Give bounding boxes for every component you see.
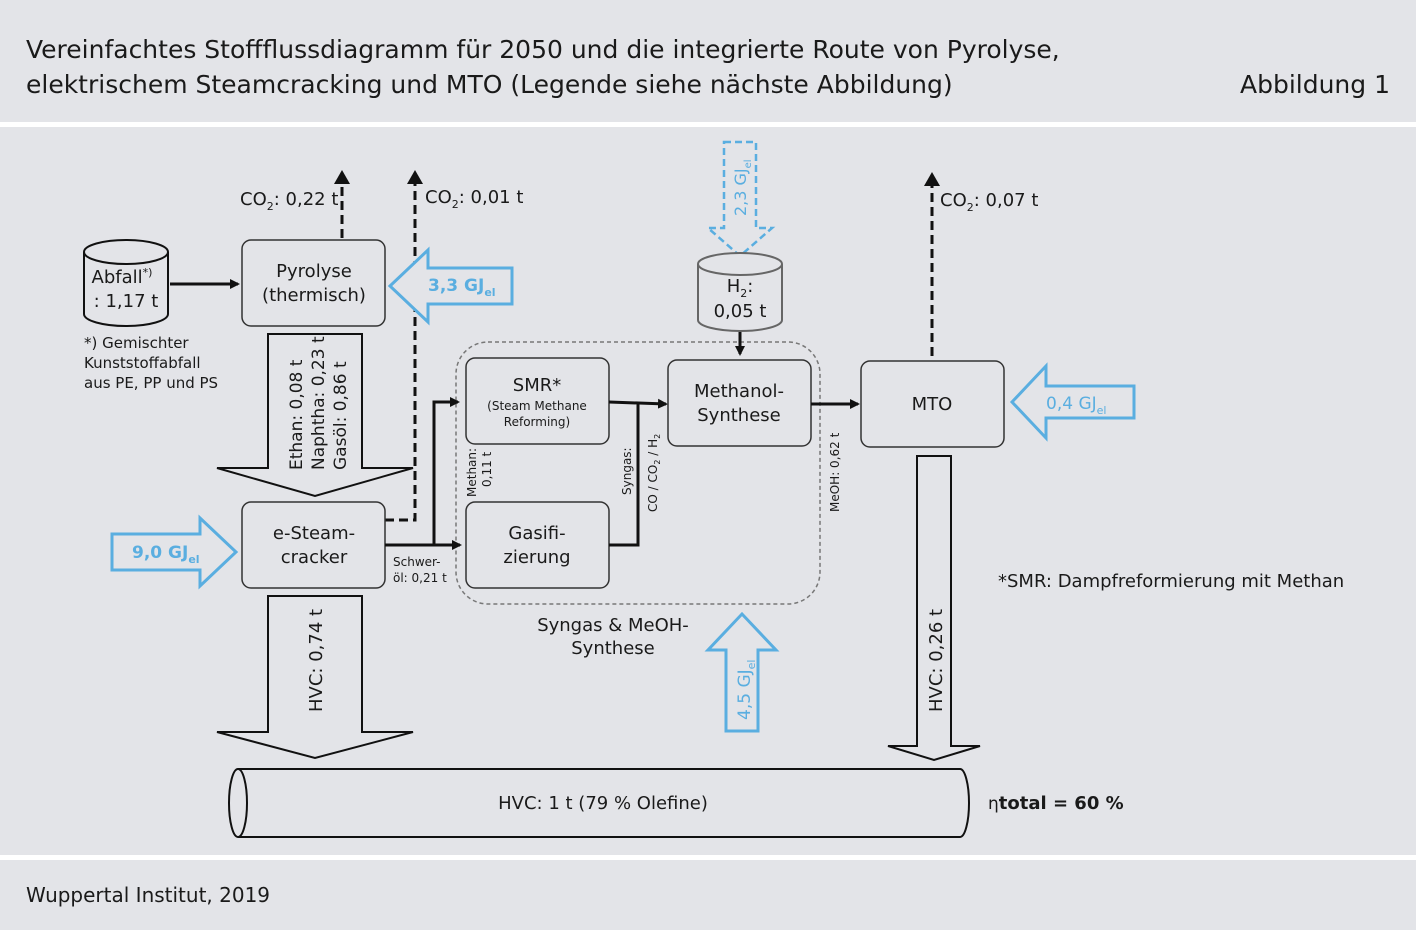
waste-footnote-2: Kunststoffabfall	[84, 354, 201, 372]
smr-box	[465, 357, 610, 445]
syngas-group-label-2: Synthese	[571, 638, 654, 659]
energy-syngas-label: 4,5 GJel	[735, 660, 758, 720]
gasification-label-2: zierung	[503, 547, 570, 568]
heavy-oil-label-2: öl: 0,21 t	[393, 571, 447, 585]
syngas-flow-label-1: Syngas:	[620, 447, 634, 495]
hydrogen-value: 0,05 t	[714, 301, 767, 322]
svg-text:Abfall*): Abfall*)	[92, 266, 153, 288]
methanol-label-1: Methanol-	[694, 381, 784, 402]
steamcracker-box	[241, 501, 386, 589]
heavy-oil-label-1: Schwer-	[393, 555, 441, 569]
steamcracker-label-1: e-Steam-	[273, 523, 355, 544]
syngas-group-label-1: Syngas & MeOH-	[537, 615, 689, 636]
energy-h2-label: 2,3 GJel	[731, 159, 754, 216]
steamcracker-label-2: cracker	[281, 547, 348, 568]
methanol-label-2: Synthese	[697, 405, 780, 426]
waste-cylinder: Abfall*) : 1,17 t	[83, 239, 169, 327]
page-title: Vereinfachtes Stoffflussdiagramm für 205…	[26, 32, 1060, 102]
smr-subtitle-1: (Steam Methane	[487, 399, 587, 413]
figure-label: Abbildung 1	[1239, 70, 1390, 99]
pyrolysis-box	[241, 239, 386, 327]
waste-value: : 1,17 t	[94, 291, 159, 312]
mto-box	[860, 360, 1005, 448]
energy-pyrolysis-arrow	[387, 246, 514, 326]
energy-cracker-label: 9,0 GJel	[132, 543, 200, 566]
pyrolysis-label-1: Pyrolyse	[276, 261, 352, 282]
title-line-2: elektrischem Steamcracking und MTO (Lege…	[26, 70, 953, 99]
smr-footnote: *SMR: Dampfreformierung mit Methan	[998, 571, 1344, 592]
smr-title: SMR*	[513, 375, 561, 396]
header-divider	[0, 122, 1416, 127]
title-line-1: Vereinfachtes Stoffflussdiagramm für 205…	[26, 35, 1060, 64]
co2-pyrolysis-arrowhead	[334, 170, 350, 184]
waste-footnote-1: *) Gemischter	[84, 334, 189, 352]
energy-mto-arrow	[1009, 362, 1136, 442]
pyrolysis-label-2: (thermisch)	[262, 285, 366, 306]
mto-label: MTO	[912, 394, 953, 415]
hvc-cracker-label: HVC: 0,74 t	[306, 609, 327, 712]
gasification-label-1: Gasifi-	[508, 523, 565, 544]
smr-subtitle-2: Reforming)	[504, 415, 570, 429]
hvc-total-label: HVC: 1 t (79 % Olefine)	[498, 793, 708, 814]
methane-flow-label-1: Methan:	[465, 448, 479, 497]
energy-cracker-arrow	[110, 514, 239, 590]
co2-mto-label: CO2: 0,07 t	[940, 190, 1038, 214]
footer-divider	[0, 855, 1416, 860]
source-note: Wuppertal Institut, 2019	[26, 883, 271, 907]
hydrogen-tank: H2: 0,05 t	[697, 252, 783, 332]
methane-flow-arrow	[385, 397, 460, 547]
co2-mto-arrowhead	[924, 172, 940, 186]
product-naphtha: Naphtha: 0,23 t	[309, 336, 329, 470]
waste-footnote-3: aus PE, PP und PS	[84, 374, 218, 392]
hvc-total-pipe	[228, 768, 970, 838]
pyrolysis-products-arrow	[216, 333, 414, 498]
energy-h2-arrow	[704, 140, 776, 258]
co2-pyrolysis-label: CO2: 0,22 t	[240, 189, 338, 213]
product-gasoil: Gasöl: 0,86 t	[331, 361, 351, 470]
header: Vereinfachtes Stoffflussdiagramm für 205…	[0, 0, 1416, 122]
syngas-group-frame	[455, 341, 821, 605]
meoh-flow-label: MeOH: 0,62 t	[828, 432, 842, 512]
waste-sup: *)	[143, 266, 153, 279]
methane-flow-label-2: 0,11 t	[480, 451, 494, 487]
hydrogen-label: H2:	[727, 276, 754, 300]
syngas-gasifier-line	[609, 402, 640, 547]
co2-cracker-label: CO2: 0,01 t	[425, 187, 523, 211]
product-ethane: Ethan: 0,08 t	[287, 359, 307, 470]
hvc-mto-arrow	[887, 455, 981, 762]
energy-syngas-arrow	[704, 611, 780, 733]
methanol-synthesis-box	[667, 359, 812, 447]
energy-mto-label: 0,4 GJel	[1046, 394, 1106, 417]
syngas-flow-label-2: CO / CO2 / H2	[646, 434, 662, 512]
co2-cracker-arrowhead	[407, 170, 423, 184]
waste-label: Abfall	[92, 267, 143, 288]
energy-pyrolysis-label: 3,3 GJel	[428, 276, 496, 299]
hvc-mto-label: HVC: 0,26 t	[926, 609, 947, 712]
efficiency-label: ηtotal = 60 %	[988, 793, 1124, 814]
hvc-cracker-arrow	[216, 595, 414, 760]
gasification-box	[465, 501, 610, 589]
